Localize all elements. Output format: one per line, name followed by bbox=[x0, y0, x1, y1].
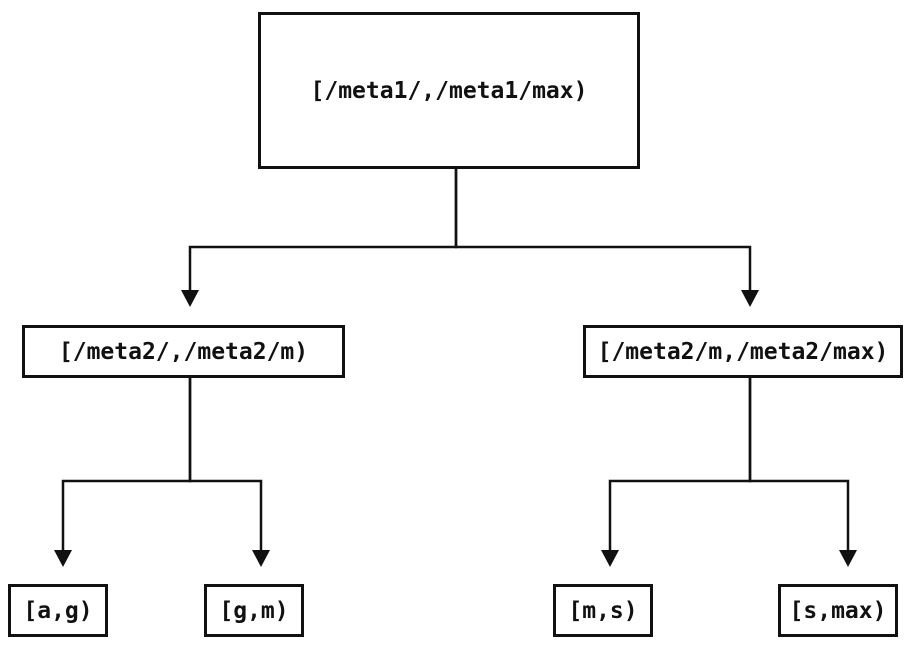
arrowhead-to-leaf-gm bbox=[252, 550, 270, 567]
node-label: [/meta2/,/meta2/m) bbox=[58, 338, 309, 365]
node-leaf-s-max: [s,max) bbox=[778, 584, 898, 637]
edge-meta2-right-to-leaf-ms bbox=[608, 378, 752, 551]
arrowhead-to-leaf-ag bbox=[54, 550, 72, 567]
node-label: [m,s) bbox=[568, 597, 638, 624]
node-leaf-g-m: [g,m) bbox=[204, 584, 304, 637]
node-leaf-m-s: [m,s) bbox=[553, 584, 653, 637]
node-label: [/meta1/,/meta1/max) bbox=[310, 77, 588, 104]
arrowhead-to-meta2-left bbox=[181, 290, 199, 307]
arrowhead-to-meta2-right bbox=[741, 290, 759, 307]
edge-meta2-left-to-leaf-gm bbox=[188, 378, 263, 551]
node-leaf-a-g: [a,g) bbox=[8, 584, 108, 637]
arrowhead-to-leaf-ms bbox=[601, 550, 619, 567]
edge-meta2-left-to-leaf-ag bbox=[61, 378, 192, 551]
node-label: [/meta2/m,/meta2/max) bbox=[597, 338, 889, 365]
edge-meta2-right-to-leaf-smax bbox=[748, 378, 850, 551]
node-root-range: [/meta1/,/meta1/max) bbox=[258, 12, 640, 169]
arrowhead-to-leaf-smax bbox=[839, 550, 857, 567]
node-label: [g,m) bbox=[219, 597, 289, 624]
node-meta2-right-range: [/meta2/m,/meta2/max) bbox=[583, 325, 903, 378]
node-label: [s,max) bbox=[789, 597, 887, 624]
edge-root-to-meta2-left bbox=[188, 169, 458, 291]
edge-root-to-meta2-right bbox=[454, 169, 752, 291]
node-label: [a,g) bbox=[23, 597, 93, 624]
node-meta2-left-range: [/meta2/,/meta2/m) bbox=[22, 325, 345, 378]
